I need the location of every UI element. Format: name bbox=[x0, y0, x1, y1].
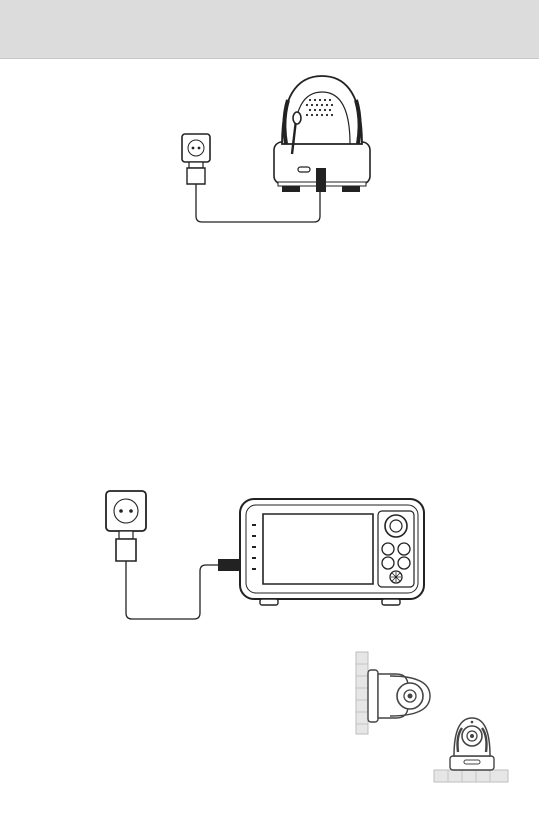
camera-wall-mount-figure bbox=[350, 650, 440, 740]
power-adapter-icon bbox=[187, 162, 205, 184]
header-band bbox=[0, 0, 539, 59]
camera-power-connection-figure bbox=[170, 70, 380, 230]
power-cable bbox=[126, 561, 218, 619]
power-cable bbox=[196, 184, 320, 222]
power-adapter-icon bbox=[116, 531, 136, 561]
monitor-icon bbox=[240, 499, 424, 605]
wall-outlet-icon bbox=[106, 491, 146, 531]
camera-icon bbox=[368, 670, 430, 722]
camera-icon bbox=[450, 718, 494, 770]
ceiling-icon bbox=[434, 770, 508, 782]
monitor-power-connection-figure bbox=[100, 485, 430, 625]
camera-ceiling-mount-figure bbox=[430, 712, 512, 788]
wall-outlet-icon bbox=[182, 134, 210, 162]
camera-icon bbox=[274, 76, 370, 192]
monitor-plug bbox=[218, 559, 240, 571]
wall-icon bbox=[356, 652, 368, 734]
